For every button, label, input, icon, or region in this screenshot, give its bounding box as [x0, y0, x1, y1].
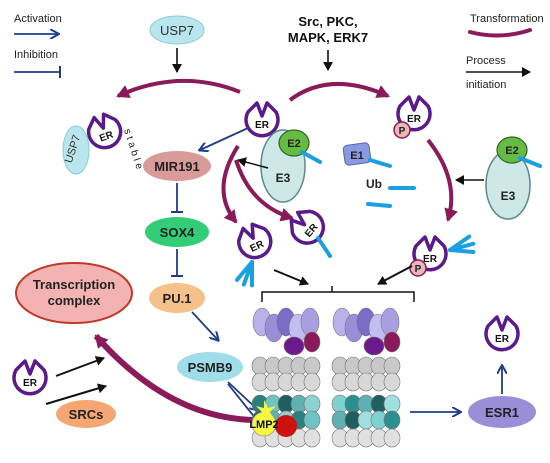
transcription-label-1: Transcription: [33, 277, 115, 292]
pu1-node: [149, 283, 205, 313]
legend-activation-label: Activation: [14, 13, 62, 25]
phospho-label-top: P: [399, 126, 406, 137]
lmp2-label: LMP2: [249, 419, 278, 431]
transform-curve-left-2: [234, 159, 294, 222]
lmp2-burst-icon: [256, 400, 276, 420]
proteasome-beta-subunit: [383, 410, 401, 430]
esr1-node: [468, 396, 536, 428]
transform-arc-to-phospho: [288, 81, 390, 102]
proteasome-alpha-subunit: [383, 372, 401, 392]
svg-text:ER: ER: [495, 334, 510, 345]
proteasome-alpha-subunit: [303, 356, 321, 376]
proteasome-cap-subunit: [303, 331, 321, 353]
psmb9-label: PSMB9: [188, 360, 233, 375]
usp7-left-node: [62, 125, 90, 175]
er-right-product: ER: [484, 315, 520, 352]
transcription-complex-node: [15, 262, 133, 324]
srcs-node: [56, 400, 116, 428]
legend-transformation-label: Transformation: [470, 13, 544, 25]
proteasome-cap-subunit: [380, 307, 400, 337]
transform-curve-right: [426, 138, 458, 222]
e3-left-label: E3: [276, 171, 291, 185]
proteasome-right: [331, 307, 401, 448]
legend-inhibition-label: Inhibition: [14, 49, 58, 61]
er-to-mir191-arrow: [200, 127, 249, 150]
proteasome-alpha-subunit: [383, 356, 401, 376]
proteasome-beta-subunit: [303, 410, 321, 430]
e1-node: [342, 142, 372, 166]
ub-chain-er-right: [445, 234, 478, 260]
proteasome-cap-subunit: [300, 307, 320, 337]
proteasome-cap-subunit: [363, 336, 385, 356]
er-ub-left: ER: [231, 217, 278, 265]
legend-process-label-2: initiation: [466, 79, 506, 91]
e2-left-node: [278, 129, 310, 157]
ub-free-2: [366, 202, 392, 208]
phospho-badge-top: [393, 121, 411, 139]
ub-on-er-middle: [316, 236, 332, 258]
pu1-to-psmb9-arrow: [191, 311, 218, 340]
phospho-label-bottom: P: [415, 264, 422, 275]
er-stable: ER: [82, 108, 127, 154]
svg-text:ER: ER: [98, 129, 116, 144]
psmb9-node: [177, 352, 243, 382]
lmp2-partner-subunit: [275, 415, 297, 437]
ub-on-e2-left: [300, 150, 322, 164]
proteasome-cap-subunit: [283, 336, 305, 356]
proteasome-bracket: [261, 291, 415, 302]
legend-transformation-swoosh: [468, 28, 532, 38]
e1-label: E1: [350, 150, 363, 162]
stable-label: stable: [121, 128, 145, 174]
e3-to-er-arrow-left: [237, 157, 269, 169]
e2-left-label: E2: [287, 138, 300, 150]
usp7-top-label: USP7: [160, 23, 194, 38]
proteasome-alpha-subunit: [303, 372, 321, 392]
sox4-node: [145, 217, 209, 247]
ub-chain-er-left: [234, 257, 262, 290]
proteasome-alpha-subunit: [303, 428, 321, 448]
er-to-proteasome-arrow-right: [377, 265, 413, 285]
legend-process-label-1: Process: [466, 55, 506, 67]
transcription-label-2: complex: [48, 293, 102, 308]
proteasome-alpha-subunit: [383, 428, 401, 448]
mir191-node: [143, 151, 211, 181]
transform-arc-to-stable: [116, 79, 241, 98]
proteasome-cap-subunit: [383, 331, 401, 353]
er-bottom-left: ER: [12, 359, 48, 396]
svg-text:ER: ER: [423, 254, 438, 265]
er-phospho-top: ER: [396, 95, 432, 132]
er-to-transcription-arrow: [55, 356, 105, 377]
svg-text:ER: ER: [23, 378, 38, 389]
ub-label: Ub: [366, 177, 382, 191]
proteasome-beta-subunit: [303, 394, 321, 414]
kinases-label-1: Src, PKC,: [298, 14, 357, 29]
pu1-label: PU.1: [163, 291, 192, 306]
ub-on-e1: [368, 158, 392, 168]
transform-curve-left-1: [221, 144, 240, 224]
srcs-to-transcription-arrow: [45, 383, 107, 405]
transform-swoosh-to-transcription: [93, 334, 259, 423]
esr1-label: ESR1: [485, 405, 519, 420]
srcs-label: SRCs: [69, 407, 104, 422]
er-ub-right: ER: [412, 235, 448, 272]
er-central: ER: [244, 101, 280, 138]
sox4-label: SOX4: [160, 225, 195, 240]
svg-text:ER: ER: [255, 120, 270, 131]
legend: Activation Inhibition Transformation Pro…: [14, 13, 544, 91]
e3-right-label: E3: [501, 189, 516, 203]
mir191-label: MIR191: [154, 159, 200, 174]
svg-text:ER: ER: [407, 114, 422, 125]
kinases-label-2: MAPK, ERK7: [288, 30, 368, 45]
e2-right-label: E2: [505, 145, 518, 157]
er-to-proteasome-arrow-left: [273, 269, 309, 286]
ub-on-e2-right: [518, 156, 542, 168]
proteasome-beta-subunit: [383, 394, 401, 414]
er-ub-middle: ER: [282, 202, 332, 252]
usp7-top-node: [149, 15, 205, 45]
